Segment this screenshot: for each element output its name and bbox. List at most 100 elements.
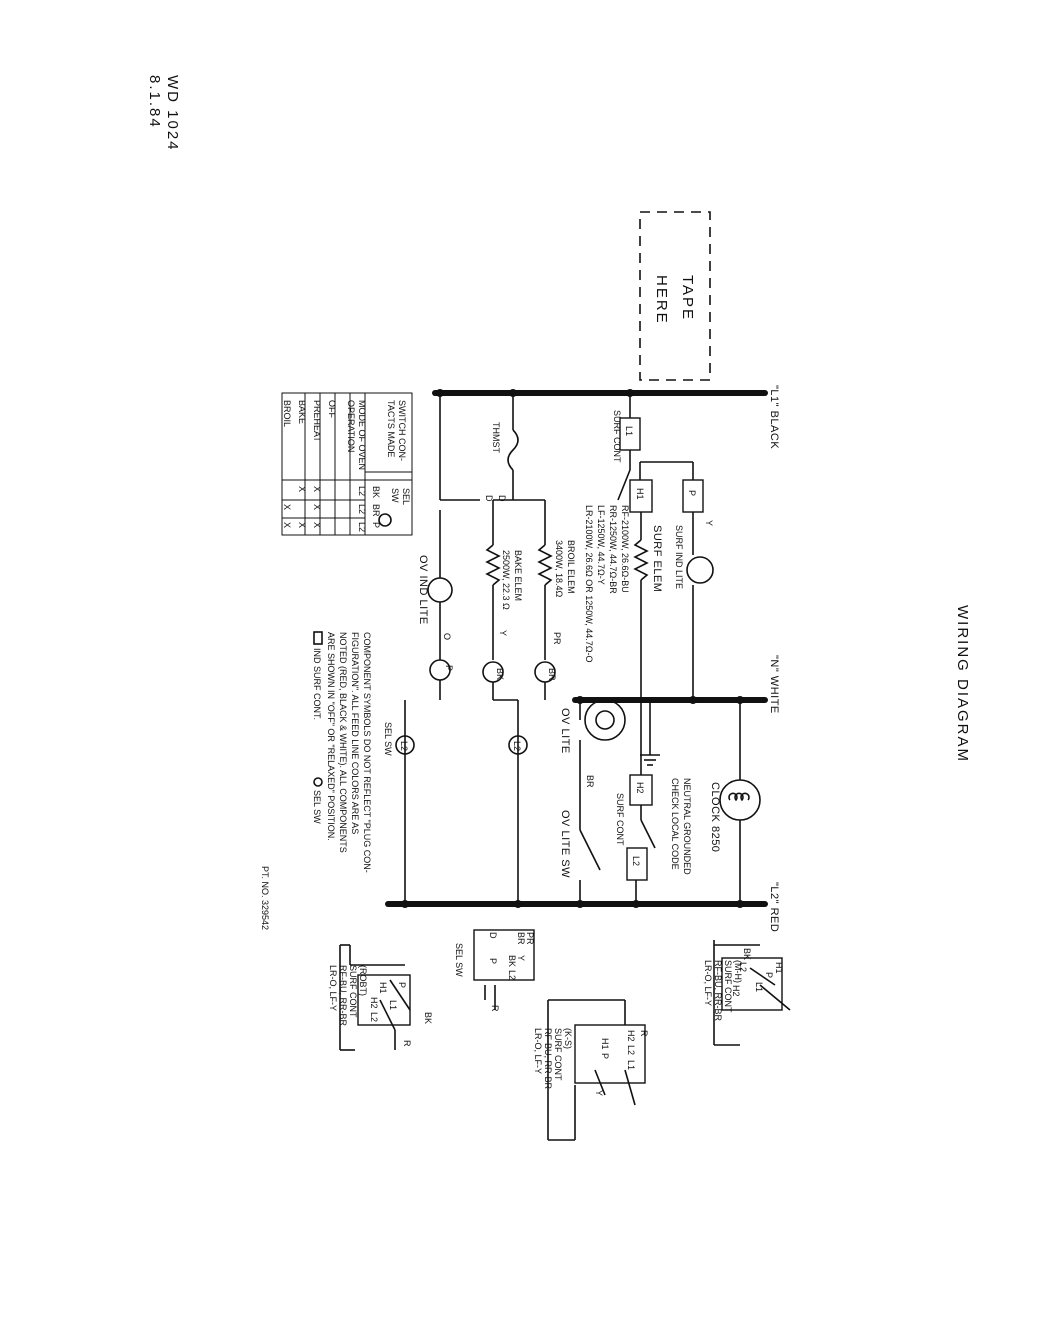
d2-term-p: P [600,1053,610,1059]
broil-elem-spec: 3400W, 18.4Ω [554,540,564,598]
d2-caption-1: LR-O, LF-Y [533,1028,543,1074]
neutral-ground-line1: NEUTRAL GROUNDED [682,778,692,875]
wire-o: O [442,633,452,640]
ov-lite-sw-label: OV LITE SW [559,810,571,878]
wire-d1: D [484,495,494,502]
surf-elem-spec-lr: LR-2100W, 26.6Ω OR 1250W, 44.7Ω-O [584,505,594,663]
surf-cont-label: SURF CONT [612,410,622,463]
table-col-wire-2: BR [371,504,381,517]
bake-elem-spec: 2500W, 22.3 Ω [501,550,511,610]
d2-caption-3: SURF CONT [553,1028,563,1081]
surf-elem-spec-rr: RR-1250W, 44.7Ω-BR [608,505,618,594]
wire-bk: BK [495,668,505,680]
surface-element-branch: Y SURF IND LITE SURF ELEM RF-2100W, 26.6… [584,505,714,775]
note-line-4: ARE SHOWN IN "OFF" OR "RELAXED" POSITION… [326,632,336,841]
d3-caption-2: RF-BU, RR-BR [338,965,348,1026]
d2-term-y: Y [594,1090,604,1096]
note-line-2: FIGURATION". ALL FEED LINE COLORS ARE AS [350,632,360,834]
table-sw-label: SW [390,488,400,503]
notes-block: COMPONENT SYMBOLS DO NOT REFLECT "PLUG C… [312,631,372,873]
table-sel-label: SEL [401,488,411,505]
sel-term-br: BR [516,932,526,945]
part-number-text: PT. NO. 329542 [260,866,270,930]
mark-broil-2: X [282,504,292,510]
legend-ind-text: IND SURF CONT. [312,648,322,720]
d3-caption-4: (ROBT) [358,965,368,996]
detail-surf-cont-robt: P H1 L1 H2 L2 BK R LR-O, LF-Y RF-BU, RR-… [328,944,433,1051]
d2-term-h1: H1 [600,1038,610,1050]
surf-ind-lite-bulb [686,556,714,584]
wire-pr: PR [552,632,562,645]
mark-preheat-1: X [312,486,322,492]
sel-term-pr: PR [525,932,535,945]
d3-term-r: R [402,1040,412,1047]
table-col-wire-3: P [371,522,381,528]
sel-sw-p: P [444,665,454,671]
table-col-wire-1: BK [371,486,381,498]
detail-surf-cont-mh: H1 P L1 L2 H2 BK LR-O, LF-Y RF-BU, RR-BR… [703,940,791,1046]
legend-ind-symbol [313,631,323,645]
d1-term-l1: L1 [754,982,764,992]
wire-d2: D [497,495,507,502]
d2-term-r: R [639,1030,649,1037]
table-row-off: OFF [327,400,337,418]
table-col-num-2: L2 [357,504,367,514]
sel-term-r: R [490,1005,500,1012]
ov-lite-bulb [584,699,626,741]
mark-bake-1: X [297,486,307,492]
tape-here-box: TAPE HERE [639,211,711,381]
here-label: HERE [653,275,670,325]
term-l1: L1 [624,426,634,436]
bake-elem-label: BAKE ELEM [513,550,523,601]
neutral-ground-line2: CHECK LOCAL CODE [670,778,680,870]
d2-caption-2: RF-BU, RR-BR [543,1028,553,1089]
sel-sw-l2-b: L2 [399,741,409,751]
d3-term-p: P [397,982,407,988]
surf-ind-lite-label: SURF IND LITE [674,525,684,589]
wire-y: Y [704,520,714,526]
thmst-coil [507,429,519,471]
table-row-bake: BAKE [297,400,307,424]
table-row-preheat: PREHEAT [312,400,322,442]
mark-preheat-3: X [312,522,322,528]
broil-element: BROIL ELEM 3400W, 18.4Ω PR BR [493,499,576,700]
d3-term-h2: H2 [369,997,379,1009]
surf-elem-spec-lf: LF-1250W, 44.7Ω-Y [596,505,606,585]
table-sel-sw-symbol [378,513,392,527]
wire-br-label: BR [585,775,595,788]
d1-caption-4: (M-H) [733,960,743,983]
table-col-num-1: L2 [357,486,367,496]
clock-8250: CLOCK 8250 [709,700,761,904]
sel-term-y: Y [516,955,526,961]
term-p: P [687,490,697,496]
neutral-ground: NEUTRAL GROUNDED CHECK LOCAL CODE [640,700,692,875]
oven-lite-branch: OV LITE BR OV LITE SW [559,699,626,904]
d3-term-l2: L2 [369,1012,379,1022]
table-col-num-3: L2 [357,522,367,532]
thermostat: THMST [491,393,519,500]
ov-ind-lite-branch: OV IND LITE O P D D L2 SEL SW [383,393,507,904]
d2-term-h2: H2 [626,1030,636,1042]
part-number: PT. NO. 329542 [260,866,270,930]
surf-elem-spec-rf: RF-2100W, 26.6Ω-BU [620,505,630,593]
d1-term-l2: L2 [738,962,748,972]
d2-caption-4: (K-S) [563,1028,573,1049]
surf-elem-label: SURF ELEM [651,525,663,592]
surface-control-l2: H2 SURF CONT L2 [615,774,656,904]
d3-term-l1: L1 [388,1000,398,1010]
mark-broil-3: X [282,522,292,528]
ov-lite-label: OV LITE [559,708,571,754]
sel-term-p: P [488,958,498,964]
d1-caption-2: RF-BU, RR-BR [713,960,723,1021]
d3-caption-3: SURF CONT [348,965,358,1018]
d1-caption-1: LR-O, LF-Y [703,960,713,1006]
l1-bus-label: "L1" BLACK [768,385,780,449]
surface-control-l1: L1 SURF CONT H1 P [612,393,704,513]
l2-bus-label: "L2" RED [768,882,780,932]
table-mode-line1: MODE OF OVEN [357,400,367,470]
mark-preheat-2: X [312,504,322,510]
sel-sw-contact-l2a [508,735,528,755]
switch-contacts-table: SWITCH CON- TACTS MADE SEL SW MODE OF OV… [281,392,413,536]
term-h1: H1 [635,488,645,500]
